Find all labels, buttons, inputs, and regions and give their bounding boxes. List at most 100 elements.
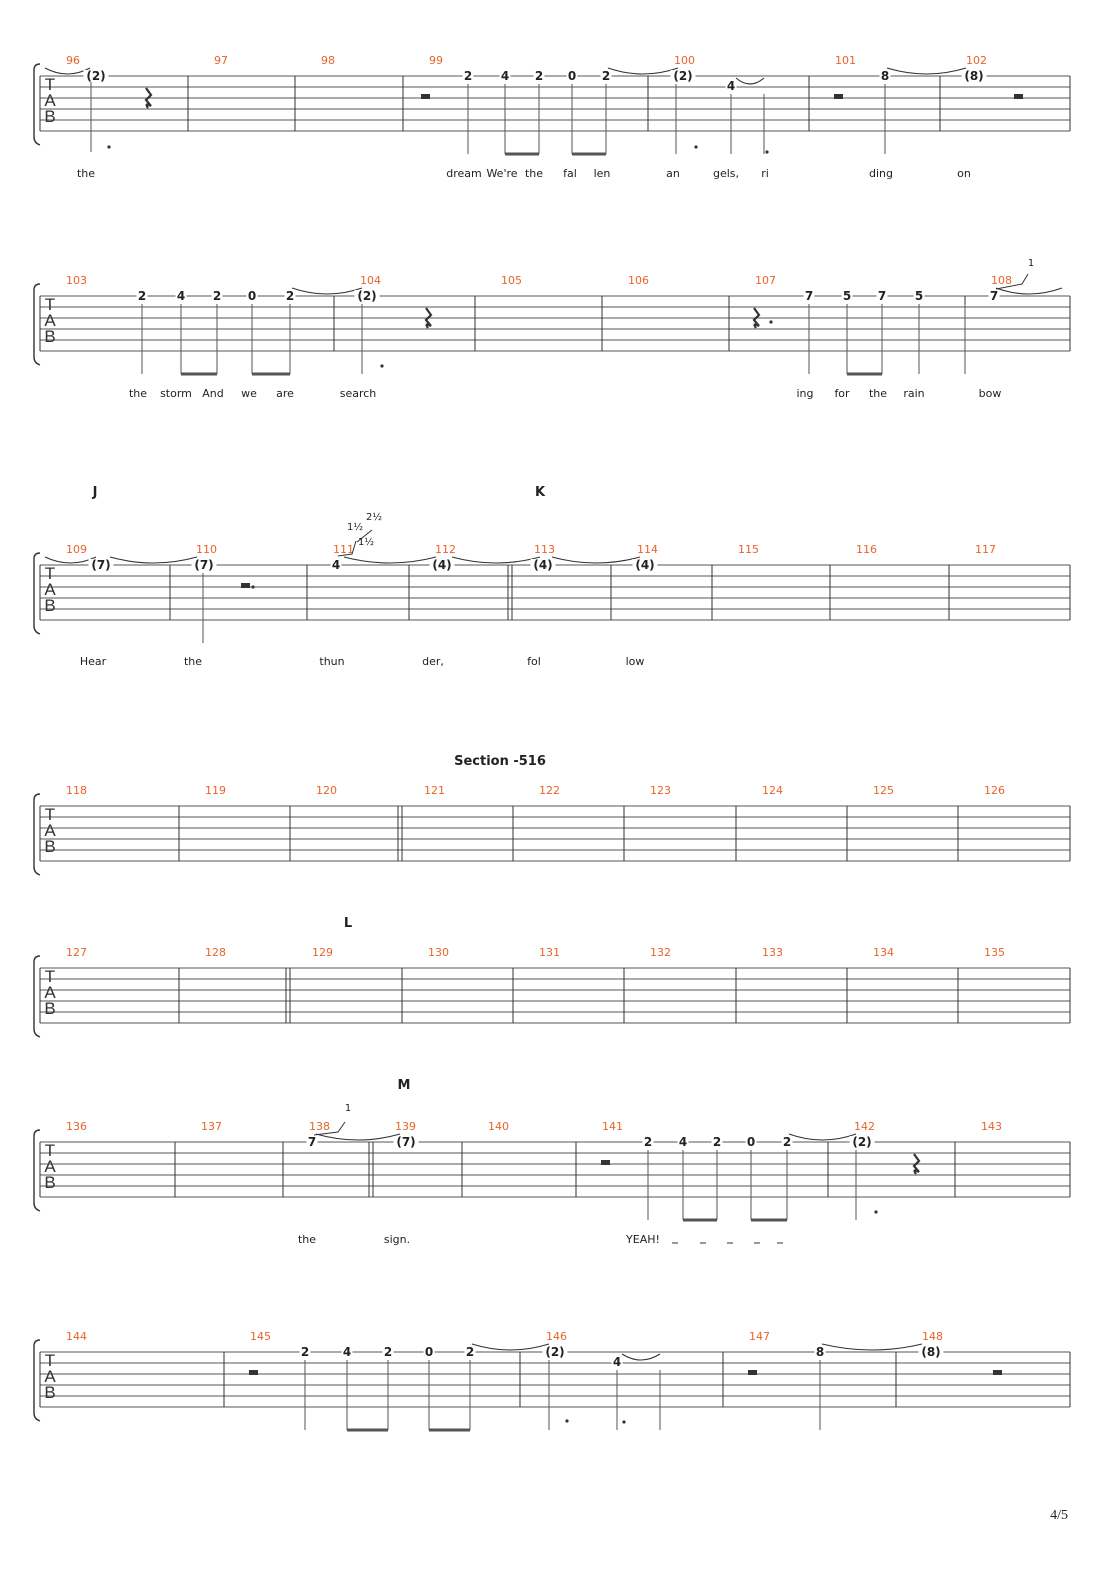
bar-number: 107 xyxy=(755,274,776,287)
staff-bracket xyxy=(33,283,41,366)
staff-bracket xyxy=(33,793,41,876)
tab-clef-letter: T xyxy=(45,75,55,94)
fret-number-mask xyxy=(211,290,223,302)
fret-number-mask xyxy=(423,1346,435,1358)
half-rest xyxy=(748,1370,757,1375)
fret-number: 4 xyxy=(501,69,509,83)
section-marker: M xyxy=(398,1078,411,1093)
bar-number: 103 xyxy=(66,274,87,287)
bar-number: 139 xyxy=(395,1120,416,1133)
lyric-syllable: gels, xyxy=(713,167,739,180)
bar-number: 145 xyxy=(250,1330,271,1343)
tie-arc xyxy=(886,67,967,75)
fret-number: 7 xyxy=(990,289,998,303)
fret-number-mask xyxy=(191,559,217,571)
half-rest xyxy=(834,94,843,99)
fret-number: (2) xyxy=(545,1345,564,1359)
bar-number: 109 xyxy=(66,543,87,556)
tie-arc xyxy=(471,1343,550,1351)
bend-label: 1 xyxy=(345,1103,351,1114)
tab-clef-letter: B xyxy=(44,1383,55,1402)
bar-number: 140 xyxy=(488,1120,509,1133)
bar-number: 131 xyxy=(539,946,560,959)
fret-number-mask xyxy=(382,1346,394,1358)
fret-number-mask xyxy=(175,290,187,302)
fret-number-mask xyxy=(429,559,455,571)
lyric-syllable: are xyxy=(276,387,294,400)
bar-number: 112 xyxy=(435,543,456,556)
bar-number: 132 xyxy=(650,946,671,959)
bar-number: 146 xyxy=(546,1330,567,1343)
fret-number: (4) xyxy=(533,558,552,572)
fret-number: 2 xyxy=(783,1135,791,1149)
fret-number-mask xyxy=(632,559,658,571)
fret-number-mask xyxy=(814,1346,826,1358)
bar-number: 115 xyxy=(738,543,759,556)
lyric-syllable: We're xyxy=(486,167,517,180)
fret-number-mask xyxy=(913,290,925,302)
tab-clef-letter: T xyxy=(45,295,55,314)
tie-arc xyxy=(551,556,641,564)
fret-number-mask xyxy=(499,70,511,82)
quarter-rest xyxy=(752,307,761,329)
tie-arc xyxy=(451,556,541,564)
rhythm-dot xyxy=(769,320,773,324)
lyric-syllable: sign. xyxy=(384,1233,410,1246)
bar-number: 148 xyxy=(922,1330,943,1343)
section-marker: L xyxy=(344,916,352,931)
fret-number-mask xyxy=(841,290,853,302)
fret-number: (2) xyxy=(357,289,376,303)
fret-number-mask xyxy=(670,70,696,82)
bar-number: 134 xyxy=(873,946,894,959)
rhythm-dot xyxy=(565,1419,569,1423)
fret-number: 0 xyxy=(568,69,576,83)
tab-clef-letter: A xyxy=(44,983,56,1002)
fret-number: 2 xyxy=(138,289,146,303)
fret-number-mask xyxy=(462,70,474,82)
fret-number-mask xyxy=(803,290,815,302)
bar-number: 102 xyxy=(966,54,987,67)
fret-number-mask xyxy=(918,1346,944,1358)
lyric-syllable: an xyxy=(666,167,680,180)
tab-clef-letter: A xyxy=(44,580,56,599)
bar-number: 113 xyxy=(534,543,555,556)
bar-number: 104 xyxy=(360,274,381,287)
staff-bracket xyxy=(33,1339,41,1422)
lyric-syllable: rain xyxy=(903,387,924,400)
bar-number: 126 xyxy=(984,784,1005,797)
bar-number: 123 xyxy=(650,784,671,797)
section-marker: K xyxy=(535,485,546,500)
half-rest xyxy=(249,1370,258,1375)
fret-number-mask xyxy=(530,559,556,571)
lyric-syllable: the xyxy=(184,655,202,668)
rhythm-dot xyxy=(380,364,384,368)
lyric-syllable: Hear xyxy=(80,655,107,668)
staff-bracket xyxy=(33,552,41,635)
tie-arc xyxy=(621,1353,661,1361)
rhythm-dot xyxy=(765,150,769,154)
bar-number: 119 xyxy=(205,784,226,797)
bar-number: 98 xyxy=(321,54,335,67)
bar-number: 96 xyxy=(66,54,80,67)
fret-number: 7 xyxy=(878,289,886,303)
lyric-syllable: the xyxy=(129,387,147,400)
bar-number: 138 xyxy=(309,1120,330,1133)
lyric-syllable: ri xyxy=(761,167,769,180)
fret-number-mask xyxy=(88,559,114,571)
tab-clef-letter: A xyxy=(44,1367,56,1386)
fret-number: (7) xyxy=(91,558,110,572)
fret-number: 0 xyxy=(425,1345,433,1359)
quarter-rest xyxy=(424,307,433,329)
fret-number-mask xyxy=(879,70,891,82)
staff-bracket xyxy=(33,63,41,146)
lyric-syllable: we xyxy=(241,387,257,400)
rhythm-dot xyxy=(622,1420,626,1424)
fret-number: 2 xyxy=(713,1135,721,1149)
fret-number-mask xyxy=(83,70,109,82)
bar-number: 100 xyxy=(674,54,695,67)
bar-number: 128 xyxy=(205,946,226,959)
bar-number: 133 xyxy=(762,946,783,959)
fret-number-mask xyxy=(600,70,612,82)
fret-number-mask xyxy=(330,559,342,571)
bar-number: 105 xyxy=(501,274,522,287)
